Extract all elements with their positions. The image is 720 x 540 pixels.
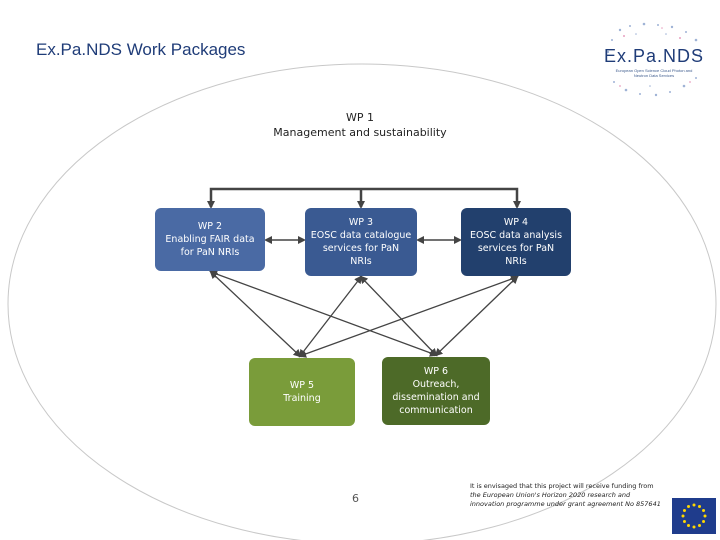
wp2-line-2: for PaN NRIs [180,247,240,258]
wp3-wp6-connector [359,275,438,357]
logo-dots-icon [606,22,701,97]
wp5-line-1: Training [283,393,321,404]
wp2-label: WP 2 [197,221,223,232]
eu-star [698,524,701,528]
wp6-label: WP 6 [423,366,449,377]
wp3-wp5-connector [298,275,363,358]
wp4-line-3: NRIs [505,256,527,267]
eu-flag-icon [672,498,716,534]
eu-star [682,509,686,512]
eu-star [687,504,690,508]
expands-logo: Ex.Pa.NDS European Open Science Cloud Ph… [600,20,708,98]
wp2-line-1: Enabling FAIR data [165,234,255,245]
eu-star [698,504,701,508]
eu-star [682,520,686,523]
wp2-wp6-connector [209,270,438,357]
wp4-line-1: EOSC data analysis [469,230,563,241]
wp3-line-1: EOSC data catalogue [310,230,412,241]
wp1-subtitle: Management and sustainability [273,126,447,139]
wp4-box: WP 4 EOSC data analysis services for PaN… [461,208,571,276]
eu-star [681,514,685,518]
wp2-box: WP 2 Enabling FAIR data for PaN NRIs [155,208,265,271]
wp5-box: WP 5 Training [249,358,355,426]
wp6-box: WP 6 Outreach, dissemination and communi… [382,357,490,425]
eu-star [702,520,706,523]
scope-ellipse [7,63,717,540]
wp1-label: WP 1 [345,111,374,124]
logo-tagline: European Open Science Cloud Photon and N… [615,68,693,78]
eu-star [692,503,696,507]
funding-line-2: the European Union's Horizon 2020 resear… [470,491,631,499]
wp4-line-2: services for PaN [477,243,555,254]
wp4-label: WP 4 [503,217,529,228]
funding-line-3: innovation programme under grant agreeme… [470,500,661,508]
wp6-line-2: dissemination and [392,392,480,403]
wp6-line-1: Outreach, [412,379,460,390]
eu-star [702,509,706,512]
wp3-box: WP 3 EOSC data catalogue services for Pa… [305,208,417,276]
eu-star [687,524,690,528]
wp5-label: WP 5 [289,380,315,391]
page-title: Ex.Pa.NDS Work Packages [36,40,246,59]
wp2-wp5-connector [209,270,302,358]
wp6-line-3: communication [399,405,473,416]
funding-notice: It is envisaged that this project will r… [470,482,670,509]
wp3-line-3: NRIs [350,256,372,267]
funding-line-1: It is envisaged that this project will r… [470,482,654,490]
eu-star [692,525,696,529]
wp4-wp6-connector [434,275,519,357]
wp3-label: WP 3 [348,217,374,228]
wp1-loop-connector [207,187,521,209]
eu-star [703,514,707,518]
page-number: 6 [352,492,359,505]
logo-text: Ex.Pa.NDS [603,46,705,66]
wp1-label-block: WP 1 Management and sustainability [240,110,480,140]
wp3-line-2: services for PaN [322,243,400,254]
